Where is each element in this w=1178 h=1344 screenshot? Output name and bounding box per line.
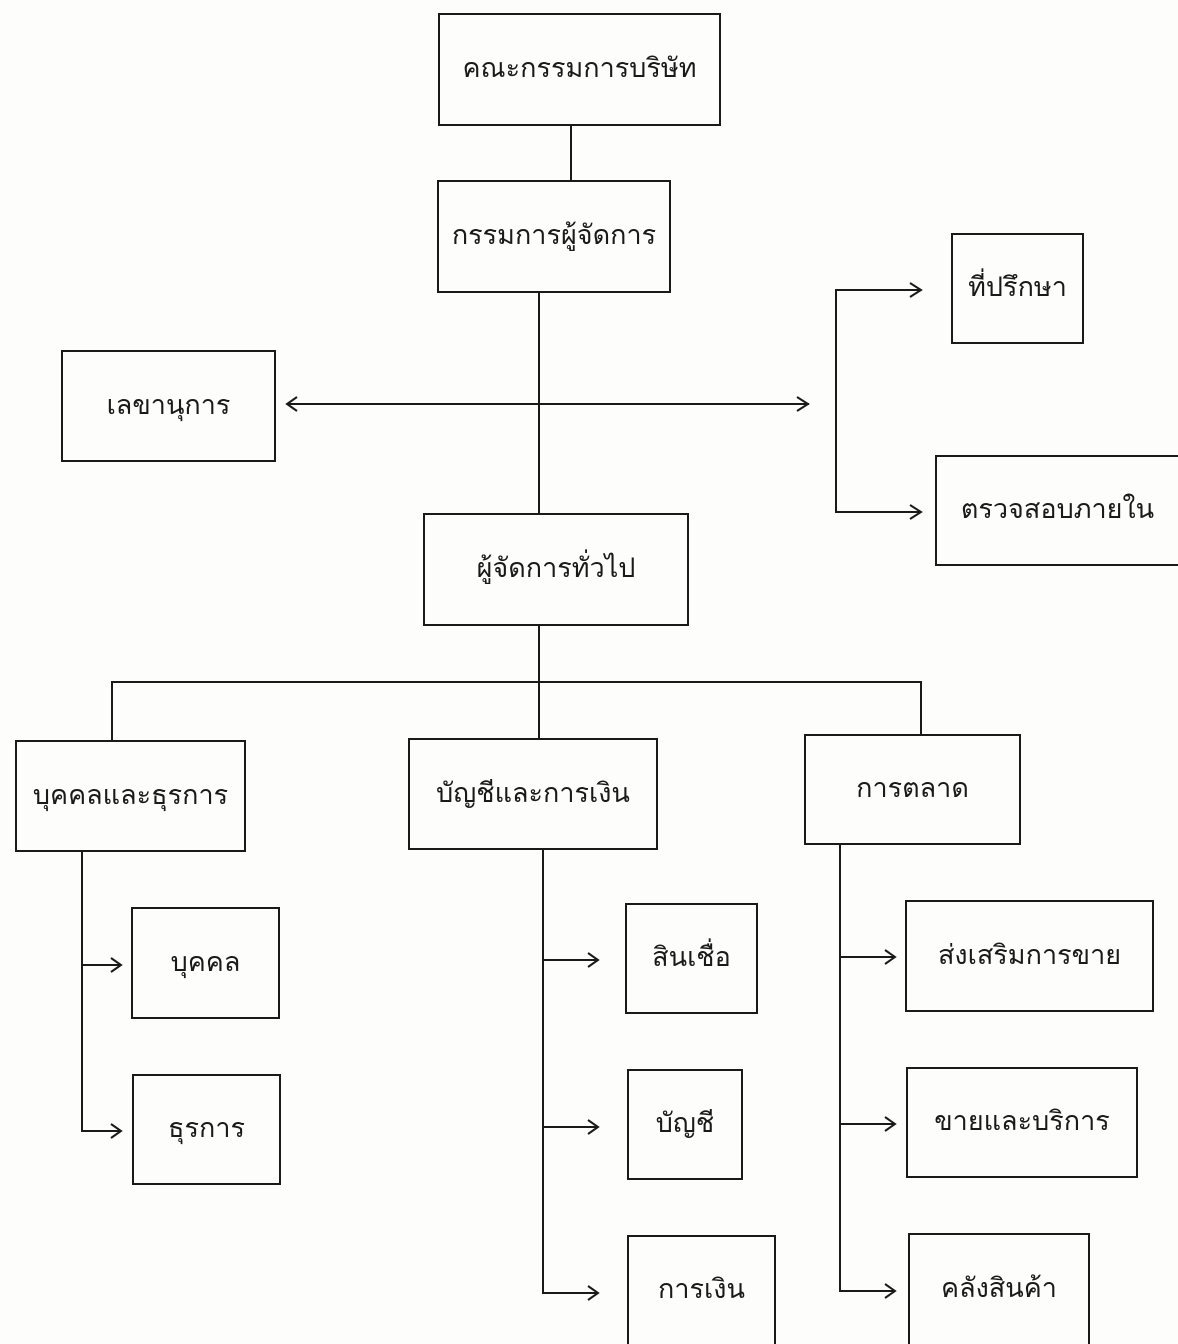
node-label: คลังสินค้า bbox=[941, 1273, 1057, 1305]
node-hr-admin: บุคคลและธุรการ bbox=[15, 740, 246, 852]
node-warehouse: คลังสินค้า bbox=[908, 1233, 1090, 1344]
node-board-of-directors: คณะกรรมการบริษัท bbox=[438, 13, 721, 126]
node-label: บุคคล bbox=[170, 946, 241, 978]
node-marketing: การตลาด bbox=[804, 734, 1021, 845]
arrowhead-finance bbox=[587, 1285, 600, 1301]
arrowhead-sales bbox=[884, 1116, 897, 1132]
node-label: บัญชีและการเงิน bbox=[436, 777, 630, 809]
node-label: บุคคลและธุรการ bbox=[32, 779, 229, 811]
node-sales-promotion: ส่งเสริมการขาย bbox=[905, 900, 1154, 1012]
arrowhead-audit bbox=[909, 504, 923, 520]
node-secretary: เลขานุการ bbox=[61, 350, 276, 462]
node-label: คณะกรรมการบริษัท bbox=[462, 53, 697, 85]
arrowhead-advisor bbox=[909, 282, 923, 298]
arrowhead-staff bbox=[796, 396, 810, 412]
arrowhead-promo bbox=[884, 949, 897, 965]
node-advisor: ที่ปรึกษา bbox=[951, 233, 1084, 344]
node-sales-service: ขายและบริการ bbox=[906, 1067, 1138, 1178]
arrowhead-secretary bbox=[285, 396, 298, 412]
arrowhead-personnel bbox=[110, 957, 123, 973]
node-label: ตรวจสอบภายใน bbox=[960, 494, 1155, 526]
node-personnel: บุคคล bbox=[131, 907, 280, 1019]
node-label: บัญชี bbox=[655, 1108, 715, 1140]
node-general-manager: ผู้จัดการทั่วไป bbox=[423, 513, 689, 626]
arrowhead-account bbox=[587, 1119, 600, 1135]
node-managing-director: กรรมการผู้จัดการ bbox=[437, 180, 671, 293]
arrowhead-warehouse bbox=[884, 1283, 897, 1299]
node-label: ขายและบริการ bbox=[934, 1106, 1110, 1138]
node-label: การเงิน bbox=[658, 1274, 745, 1306]
node-label: กรรมการผู้จัดการ bbox=[451, 220, 657, 252]
node-finance: การเงิน bbox=[627, 1235, 776, 1344]
node-credit: สินเชื่อ bbox=[625, 903, 758, 1014]
node-label: ส่งเสริมการขาย bbox=[937, 939, 1122, 971]
node-accounting-finance: บัญชีและการเงิน bbox=[408, 738, 658, 850]
node-internal-audit: ตรวจสอบภายใน bbox=[935, 455, 1178, 566]
arrowhead-admin bbox=[110, 1123, 123, 1139]
node-label: ธุรการ bbox=[168, 1113, 245, 1145]
node-label: การตลาด bbox=[856, 773, 969, 805]
node-administration: ธุรการ bbox=[132, 1074, 281, 1185]
node-label: สินเชื่อ bbox=[652, 942, 731, 974]
arrowhead-credit bbox=[587, 952, 600, 968]
node-label: เลขานุการ bbox=[106, 389, 231, 421]
node-label: ที่ปรึกษา bbox=[968, 272, 1067, 304]
node-label: ผู้จัดการทั่วไป bbox=[476, 553, 636, 585]
node-accounting: บัญชี bbox=[627, 1069, 743, 1180]
